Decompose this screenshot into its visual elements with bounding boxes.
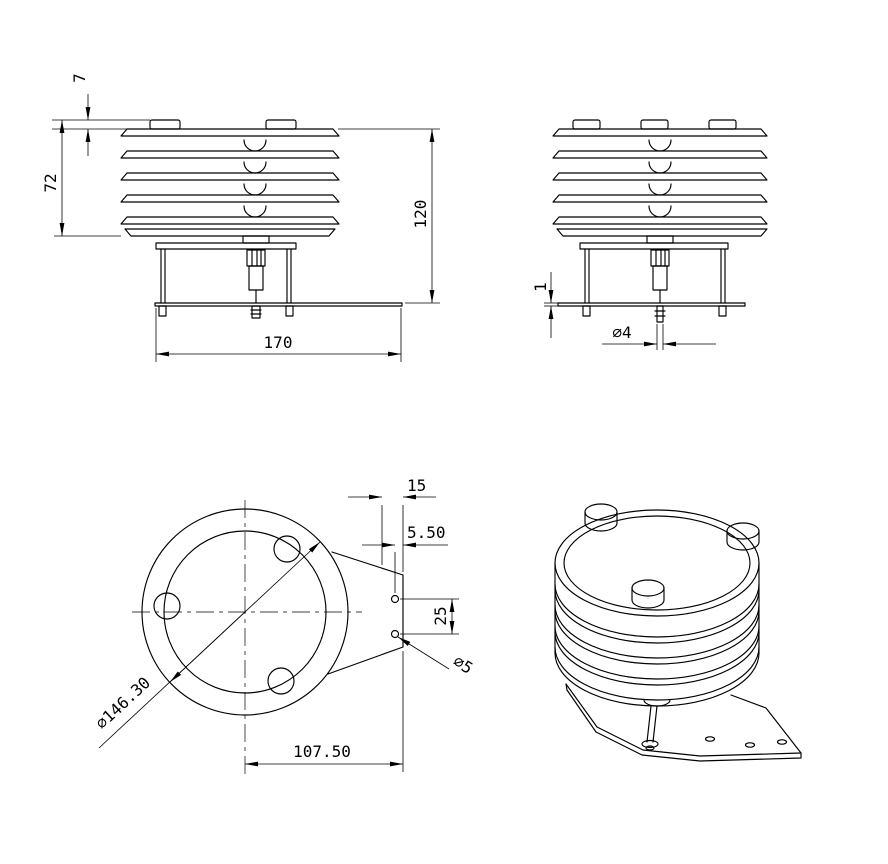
side-sensor-body: [650, 249, 670, 267]
front-sensor-body: [246, 249, 266, 267]
iso-base-plate: [565, 683, 802, 757]
side-top-knob-left: [572, 119, 601, 130]
front-dim-base-length: 170: [155, 308, 402, 362]
side-top-knob-center: [640, 119, 669, 130]
dim-text-louver-height: 72: [41, 173, 60, 192]
side-center-screw: [656, 305, 664, 323]
front-top-knob-right: [265, 119, 297, 130]
plan-dim-small-hole-diameter: ⌀5: [397, 636, 477, 678]
isometric-view: [554, 503, 802, 762]
dim-text-hole-spacing: 25: [431, 606, 450, 625]
plan-mount-hole-2: [153, 592, 181, 620]
side-dim-screw-diameter: ⌀4: [602, 323, 716, 350]
side-dim-plate-thickness: 1: [531, 272, 558, 338]
front-sensor-flange: [242, 235, 270, 244]
iso-plate-hole-2: [744, 742, 756, 748]
plan-mount-hole-3: [267, 667, 295, 695]
plan-small-hole-lower: [390, 629, 400, 639]
iso-pole-foot: [641, 739, 659, 749]
plan-dim-hole-edge-offset: 5.50: [362, 523, 448, 593]
side-top-knob-right: [708, 119, 737, 130]
dim-text-center-to-edge: 107.50: [293, 742, 351, 761]
plan-inner-circle: [163, 530, 327, 694]
front-dim-knob-height: 7: [52, 73, 150, 156]
dim-text-overall-height: 120: [411, 200, 430, 229]
front-dim-overall-height: 120: [338, 128, 440, 304]
dim-text-screw-diameter: ⌀4: [612, 323, 631, 342]
dim-text-plate-thickness: 1: [531, 282, 550, 292]
plan-view: [141, 508, 404, 716]
plan-mount-hole-1: [273, 535, 301, 563]
plan-outer-circle: [141, 508, 349, 716]
front-view: [120, 119, 403, 319]
plan-dim-tab-width: 15: [348, 476, 436, 572]
side-view: [552, 119, 768, 323]
plan-small-hole-upper: [390, 594, 400, 604]
iso-plate-hole-3: [776, 739, 788, 745]
iso-plate-hole-1: [704, 736, 716, 742]
iso-knob-1: [584, 503, 618, 521]
iso-knob-3: [631, 579, 665, 597]
front-dim-louver-height: 72: [41, 120, 121, 237]
dim-text-small-hole-diameter: ⌀5: [450, 651, 477, 677]
dim-text-base-length: 170: [264, 333, 293, 352]
dim-text-plate-diameter: ⌀146.30: [92, 673, 154, 733]
dim-text-tab-width: 15: [407, 476, 426, 495]
front-top-knob-left: [149, 119, 181, 130]
side-sensor-flange: [646, 235, 674, 244]
dim-text-hole-edge-offset: 5.50: [407, 523, 446, 542]
plan-dim-center-to-edge: 107.50: [245, 651, 404, 772]
plan-dim-hole-spacing: 25: [400, 598, 459, 635]
plan-centerlines: [132, 500, 362, 774]
plan-dim-plate-diameter: ⌀146.30: [92, 541, 321, 749]
dim-text-knob-height: 7: [70, 73, 89, 83]
iso-knob-2: [726, 522, 760, 540]
